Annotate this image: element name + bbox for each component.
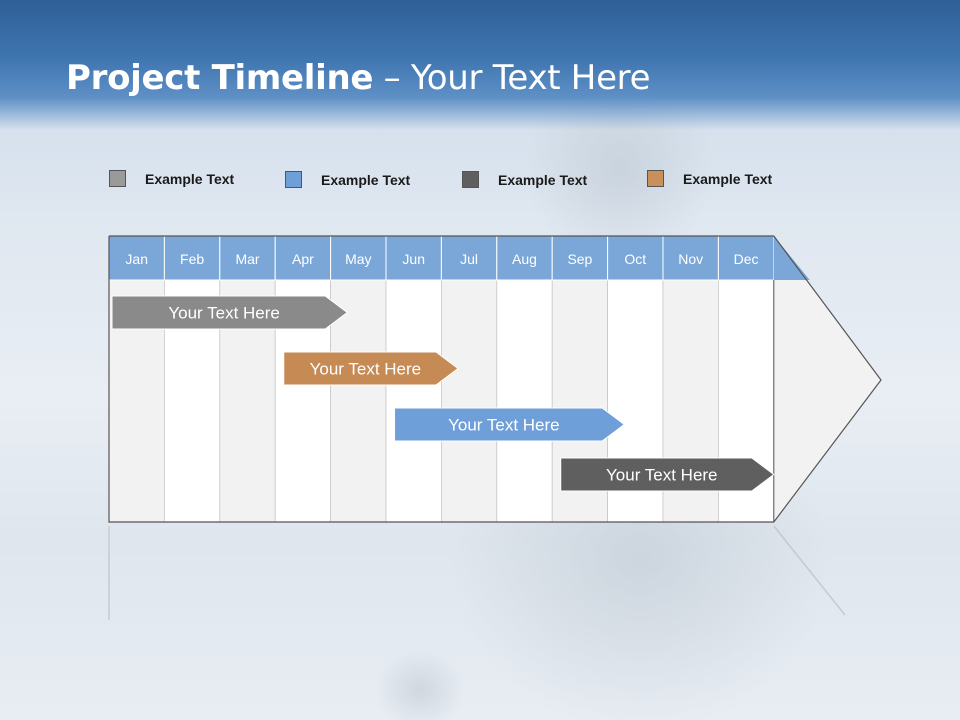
- month-label: Oct: [624, 251, 646, 267]
- task-label: Your Text Here: [168, 304, 280, 323]
- month-label: Jan: [125, 251, 148, 267]
- month-label: Nov: [678, 251, 703, 267]
- legend-swatch: [647, 170, 664, 187]
- month-header-cell: [163, 235, 221, 281]
- month-column: [440, 279, 498, 523]
- legend-label: Example Text: [498, 171, 588, 188]
- month-label: Jul: [460, 251, 478, 267]
- month-header-cell: [440, 235, 498, 281]
- month-label: May: [345, 251, 371, 267]
- header-arrow-cap: [773, 236, 810, 280]
- task-bar: [394, 407, 626, 442]
- month-header-cell: [551, 235, 609, 281]
- legend-swatch: [462, 171, 479, 188]
- month-label: Aug: [512, 251, 537, 267]
- task-label: Your Text Here: [448, 416, 560, 435]
- task-bar: [560, 457, 775, 492]
- task-bar: [111, 295, 349, 330]
- legend: Example Text Example Text Example Text E…: [0, 170, 960, 194]
- task-label: Your Text Here: [310, 360, 422, 379]
- legend-swatch: [285, 171, 302, 188]
- month-label: Jun: [402, 251, 425, 267]
- month-header-cell: [274, 235, 332, 281]
- month-header-cell: [385, 235, 442, 281]
- month-label: Feb: [180, 251, 204, 267]
- legend-item: Example Text: [647, 170, 772, 187]
- month-header-cell: [662, 235, 719, 281]
- month-header-cell: [717, 235, 775, 281]
- month-label: Apr: [292, 251, 314, 267]
- month-column: [385, 279, 442, 523]
- legend-swatch: [109, 170, 126, 187]
- task-bar: [283, 351, 459, 386]
- timeline-arrow-outline: [108, 235, 882, 523]
- month-header-cell: [219, 235, 276, 281]
- legend-label: Example Text: [145, 170, 235, 187]
- legend-label: Example Text: [683, 170, 773, 187]
- reflection-line: [773, 525, 846, 616]
- month-header-cell: [496, 235, 553, 281]
- month-label: Dec: [734, 251, 759, 267]
- task-label: Your Text Here: [606, 466, 718, 485]
- month-header-cell: [607, 235, 664, 281]
- legend-item: Example Text: [109, 170, 234, 187]
- legend-label: Example Text: [321, 171, 411, 188]
- month-label: Mar: [235, 251, 259, 267]
- title-bold: Project Timeline: [66, 58, 374, 98]
- legend-item: Example Text: [285, 171, 410, 188]
- month-header-cell: [108, 235, 165, 281]
- legend-item: Example Text: [462, 171, 587, 188]
- month-header-cell: [330, 235, 387, 281]
- page-title: Project Timeline – Your Text Here: [66, 58, 651, 98]
- month-label: Sep: [567, 251, 592, 267]
- title-rest: – Your Text Here: [373, 58, 651, 98]
- month-column: [496, 279, 553, 523]
- header-band: [0, 0, 960, 130]
